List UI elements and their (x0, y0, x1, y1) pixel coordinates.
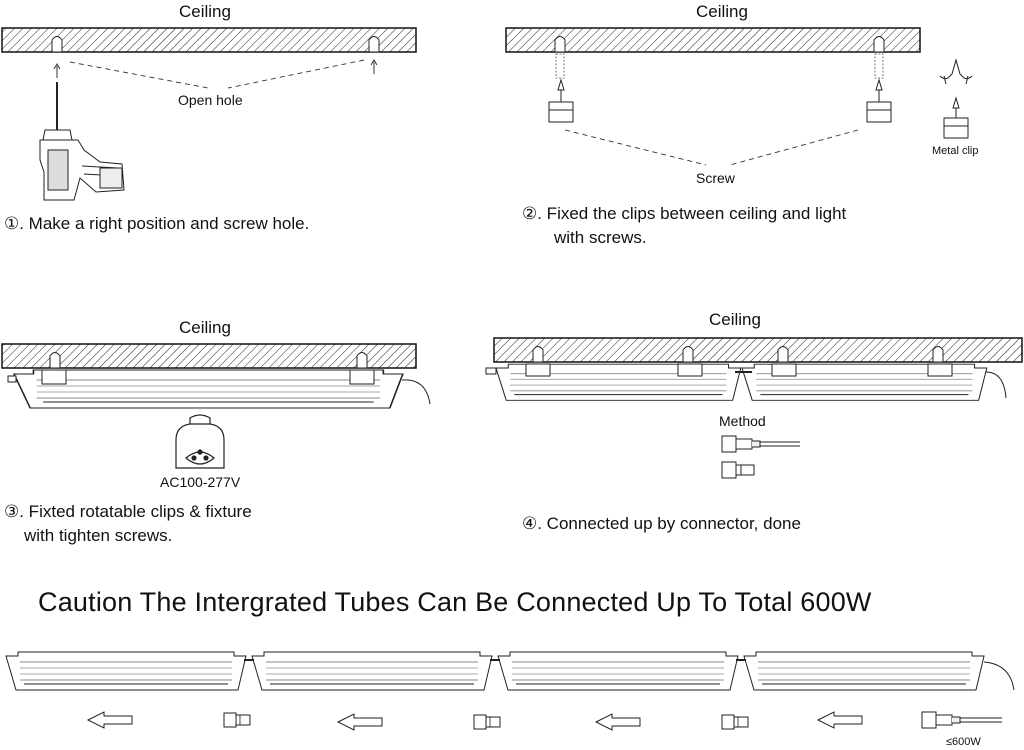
panel4-method-label: Method (719, 413, 766, 429)
panel4-fixtures (485, 363, 1007, 401)
panel3-fixture (7, 369, 431, 409)
panel3-ceiling (1, 343, 417, 369)
panel2-metal-clip-label: Metal clip (932, 145, 979, 157)
panel1-ceiling (1, 27, 417, 53)
panel1-hole-arrows (53, 59, 378, 78)
end-plug-icon (921, 711, 1002, 729)
panel4-ceiling-label: Ceiling (709, 310, 761, 329)
panel1-open-hole-label: Open hole (178, 92, 243, 108)
panel2-ceiling (505, 27, 921, 53)
power-plug-icon (175, 414, 225, 469)
drill-icon (39, 82, 125, 201)
chain-fixtures (5, 651, 1015, 691)
metal-clip-icon (939, 58, 973, 139)
panel1-step-text: ①. Make a right position and screw hole. (4, 214, 310, 233)
panel2-step-text-line2: with screws. (554, 228, 647, 247)
panel1-pointer-lines (69, 59, 365, 89)
panel1-ceiling-label: Ceiling (179, 2, 231, 21)
panel3-voltage-label: AC100-277V (160, 474, 241, 490)
connector-method-icon (721, 435, 800, 479)
panel2-ceiling-label: Ceiling (696, 2, 748, 21)
wall-anchor-icon (555, 53, 884, 79)
panel3-step-text-line2: with tighten screws. (24, 526, 173, 545)
caution-heading: Caution The Intergrated Tubes Can Be Con… (38, 587, 872, 617)
chain-arrows (87, 711, 863, 731)
panel4-step-text: ④. Connected up by connector, done (522, 514, 801, 533)
panel2-clips (548, 78, 892, 123)
wattage-limit-label: ≤600W (946, 736, 981, 748)
panel2-pointer-lines (564, 129, 859, 166)
panel3-ceiling-label: Ceiling (179, 318, 231, 337)
panel2-step-text-line1: ②. Fixed the clips between ceiling and l… (522, 204, 847, 223)
panel3-step-text-line1: ③. Fixted rotatable clips & fixture (4, 502, 252, 521)
panel4-ceiling (493, 337, 1023, 363)
panel2-screw-label: Screw (696, 170, 735, 186)
